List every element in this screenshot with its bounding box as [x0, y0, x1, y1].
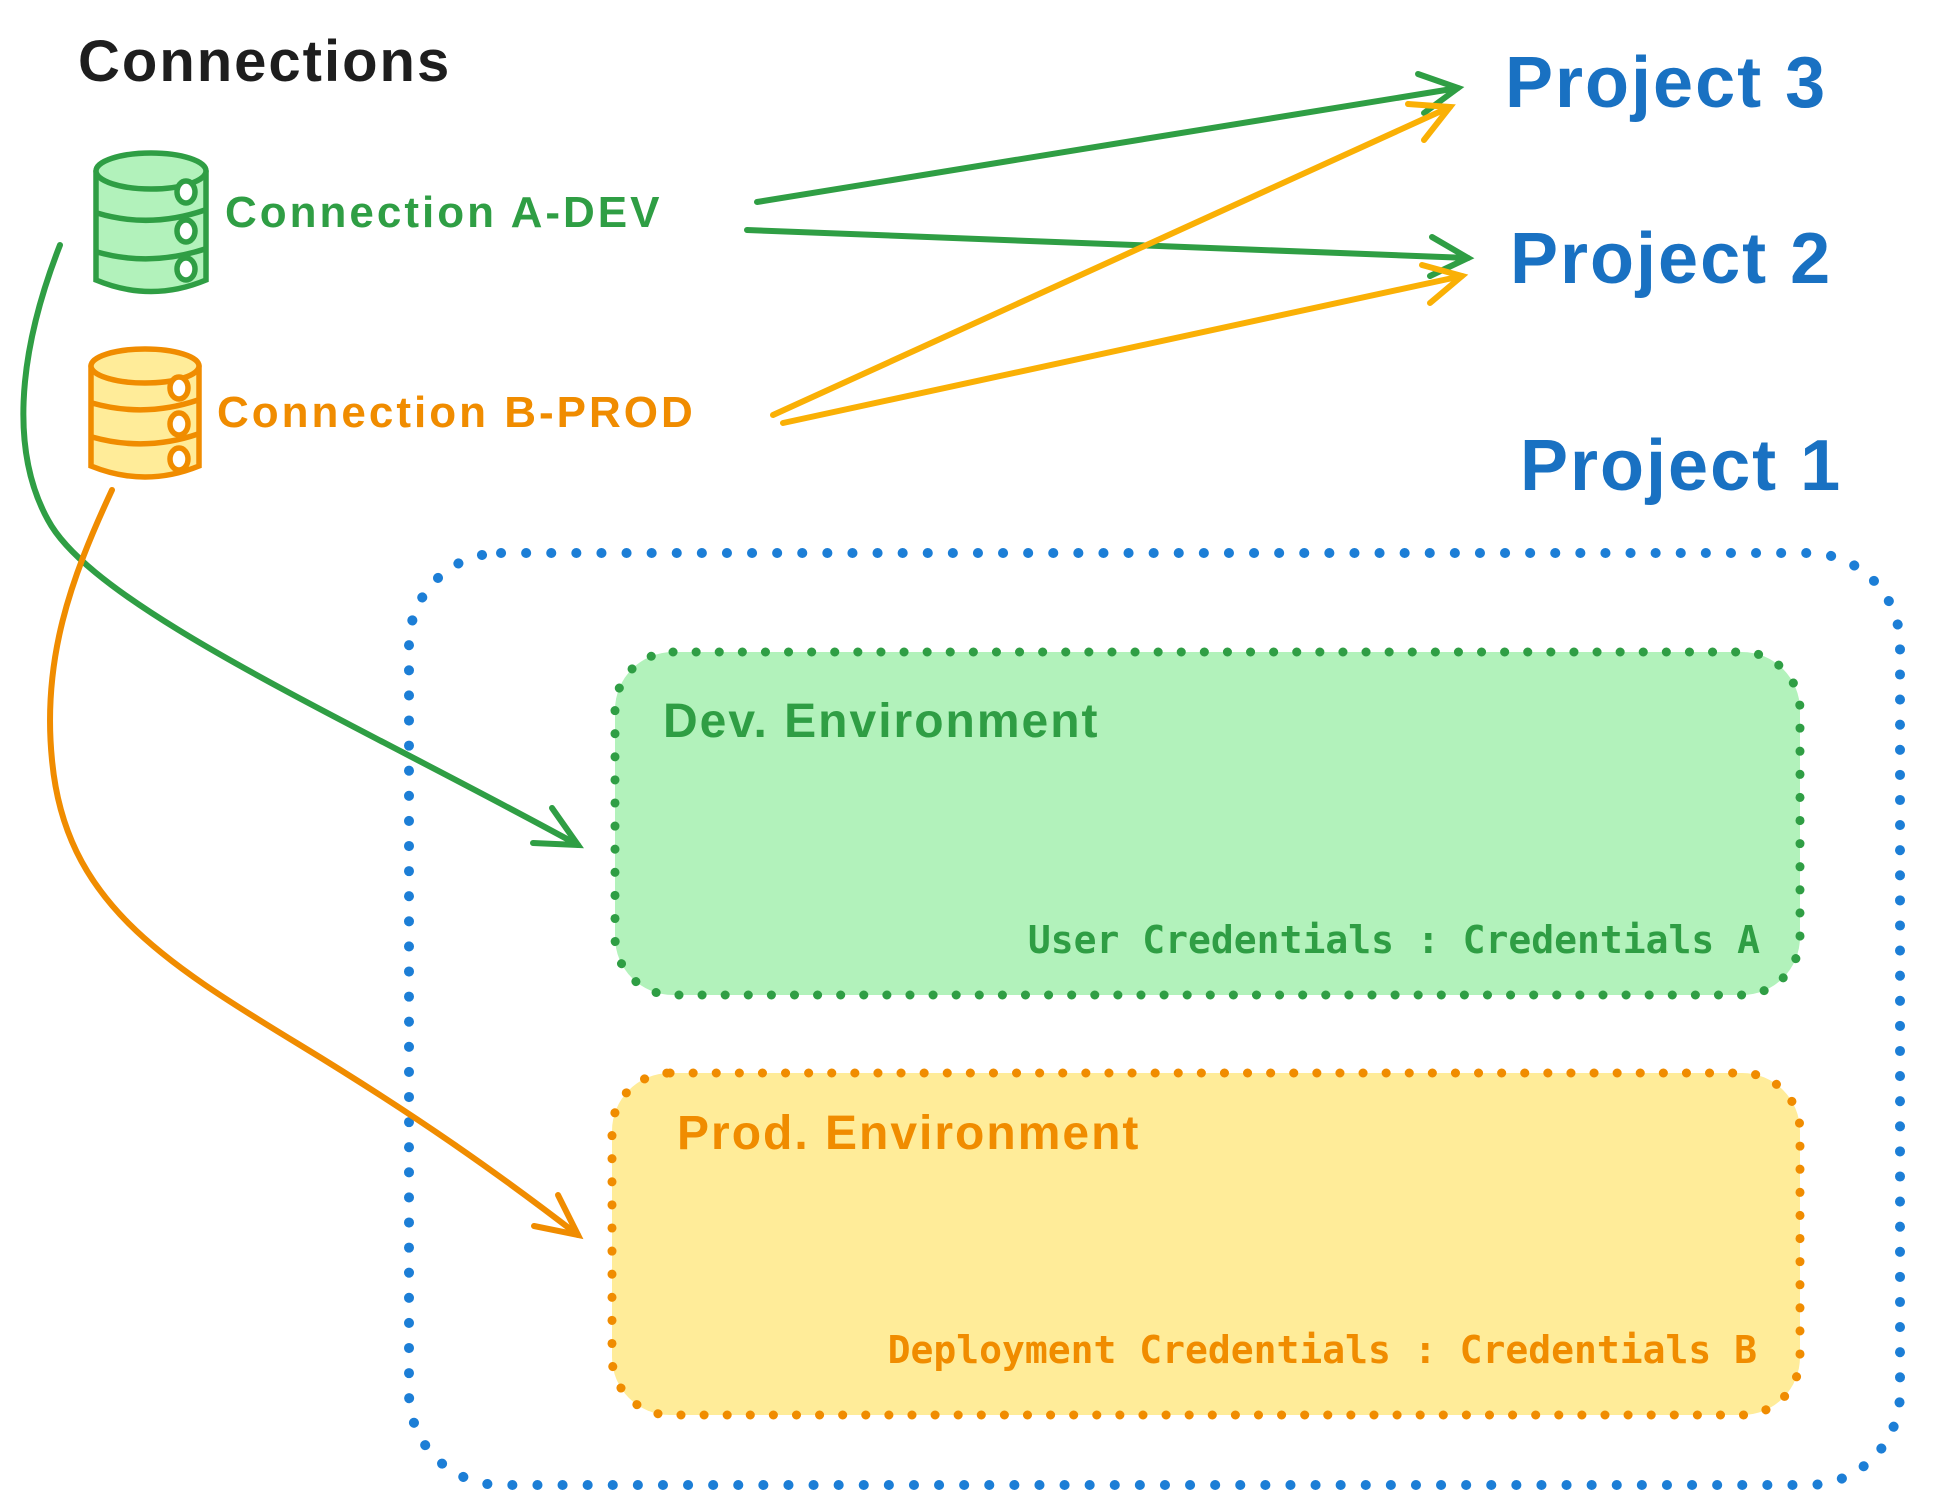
project-3-label: Project 3 [1505, 43, 1828, 123]
database-icon-orange [88, 346, 202, 480]
project-1-label: Project 1 [1520, 426, 1843, 506]
prod-environment-title: Prod. Environment [677, 1107, 1141, 1160]
diagram-title: Connections [78, 29, 452, 94]
arrow-adev-to-project2 [744, 227, 1475, 279]
database-icon-green [93, 150, 209, 295]
connection-b-prod-label: Connection B-PROD [217, 388, 696, 437]
prod-environment-box [607, 1068, 1805, 1420]
project-1-container-box [404, 548, 1905, 1490]
dev-environment-credentials: User Credentials : Credentials A [1027, 918, 1760, 962]
arrow-adev-to-dev-environment [20, 242, 584, 849]
prod-environment-credentials: Deployment Credentials : Credentials B [887, 1328, 1757, 1372]
arrow-adev-to-project3 [754, 71, 1465, 205]
dev-environment-title: Dev. Environment [663, 695, 1100, 748]
dev-environment-box [610, 647, 1805, 1000]
arrow-bprod-to-prod-environment [47, 487, 584, 1240]
arrow-bprod-to-project3 [770, 101, 1456, 418]
connection-a-dev-label: Connection A-DEV [225, 188, 663, 237]
project-2-label: Project 2 [1510, 219, 1833, 299]
arrow-bprod-to-project2 [780, 262, 1469, 426]
